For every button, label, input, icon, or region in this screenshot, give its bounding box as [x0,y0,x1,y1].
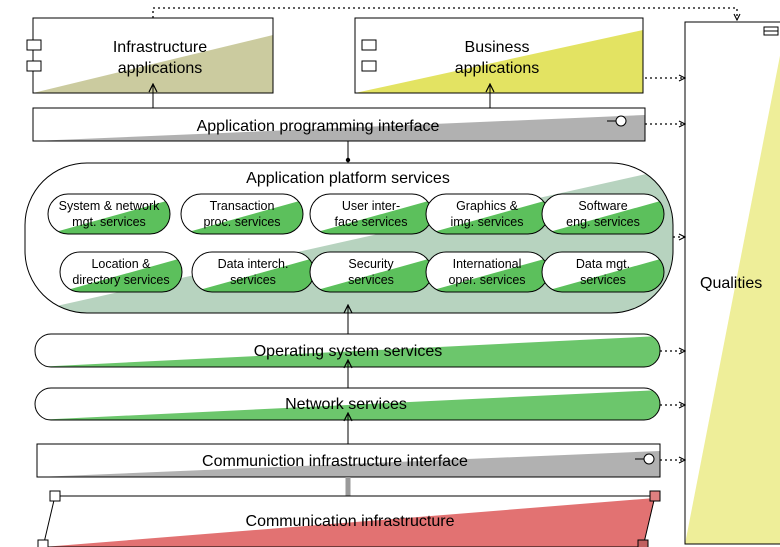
service-pill-line1: User inter- [342,199,400,213]
infra-to-qualities-link [152,7,737,20]
operating-system-services-label: Operating system services [254,343,443,360]
comm-interface-label: Communiction infrastructure interface [202,453,468,470]
comm-interface-box: Communiction infrastructure interface [36,443,661,478]
service-pill-line1: Graphics & [456,199,518,213]
service-pill-line2: proc. services [203,215,280,229]
service-pill-fill [426,258,548,292]
service-pill-fill [60,258,182,292]
service-pill: Data mgt. services [541,251,665,293]
infrastructure-applications-fill [33,35,273,93]
service-pill-line2: services [348,273,394,287]
component-icon [763,26,779,36]
service-pill-line2: eng. services [566,215,640,229]
service-pill: International oper. services [425,251,549,293]
api-fill [33,115,645,141]
service-pill-fill [310,200,432,234]
service-pill: User inter-face services [309,193,433,235]
corner-handle [49,490,61,502]
business-applications-line2: applications [455,60,540,77]
service-pill-fill [192,258,314,292]
comm-infrastructure-label: Communication infrastructure [246,513,455,530]
network-services-label: Network services [285,396,407,413]
service-pill: Location & directory services [59,251,183,293]
comm-interface-fill [37,451,660,477]
service-pill-line1: Location & [91,257,151,271]
service-pill-line1: International [453,257,522,271]
comm-infrastructure-fill [43,498,655,547]
qualities-gradient-fill [685,55,780,544]
service-pill-fill [542,200,664,234]
infrastructure-applications-box: Infrastructure applications [26,17,274,94]
service-pill: System & network mgt. services [47,193,171,235]
service-pill-line2: mgt. services [72,215,146,229]
service-pill-line2: face services [335,215,408,229]
service-pill-fill [542,258,664,292]
api-label: Application programming interface [197,118,440,135]
service-pill-fill [48,200,170,234]
business-applications-box: Business applications [354,17,644,94]
service-pill-line2: img. services [451,215,524,229]
business-applications-fill [355,30,643,93]
platform-services-container: Application platform services System & n… [24,162,674,314]
component-icon [26,39,42,72]
qualities-box: Qualities [684,21,780,545]
service-pill-line1: Data interch. [218,257,289,271]
qualities-label: Qualities [700,275,762,292]
api-box: Application programming interface [32,107,646,142]
service-pill: Data interch. services [191,251,315,293]
component-icon [361,39,377,72]
service-pill-fill [426,200,548,234]
infrastructure-applications-line1: Infrastructure [113,39,207,56]
service-pill-line2: directory services [72,273,169,287]
corner-handle [37,539,49,547]
comm-infrastructure-box: Communication infrastructure [37,490,661,547]
corner-handle [649,490,661,502]
service-pill-line2: oper. services [448,273,525,287]
infrastructure-applications-line2: applications [118,60,203,77]
platform-services-title: Application platform services [246,170,450,187]
corner-handle [637,539,649,547]
interface-lollipop-icon [607,115,627,127]
operating-system-services-box: Operating system services [34,333,661,368]
network-services-fill [35,390,660,420]
operating-system-services-fill [35,336,660,367]
network-services-box: Network services [34,387,661,421]
service-pills: System & network mgt. services Transaction… [47,193,665,293]
service-pill-line1: System & network [59,199,160,213]
service-pill-line1: Security [348,257,394,271]
service-pill-fill [310,258,432,292]
service-pill: Security services [309,251,433,293]
business-applications-line1: Business [465,39,530,56]
connector-dot [345,157,351,163]
service-pill-line1: Transaction [210,199,275,213]
service-pill-line1: Software [578,199,627,213]
interface-lollipop-icon [635,453,655,465]
service-pill-fill [181,200,303,234]
service-pill: Transaction proc. services [180,193,304,235]
service-pill-line2: services [580,273,626,287]
service-pill: Graphics & img. services [425,193,549,235]
service-pill-line1: Data mgt. [576,257,630,271]
service-pill: Software eng. services [541,193,665,235]
service-pill-line2: services [230,273,276,287]
